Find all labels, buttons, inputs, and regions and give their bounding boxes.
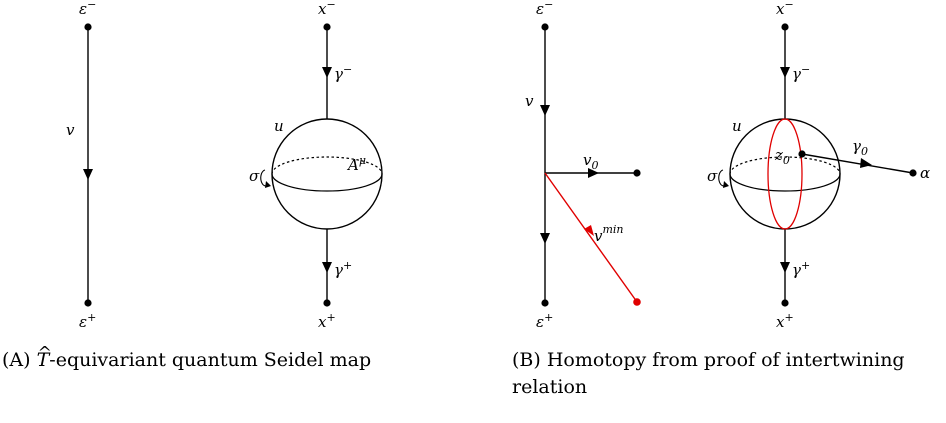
node-epsilon-plus xyxy=(541,299,549,307)
panel-a-line-diagram: ε− v ε+ xyxy=(66,0,96,330)
equator-back xyxy=(271,156,383,175)
caption-b: (B) Homotopy from proof of intertwining … xyxy=(512,347,932,401)
caption-b-tag: (B) xyxy=(512,349,541,371)
label-x-minus: x− xyxy=(776,0,794,18)
label-x-plus: x+ xyxy=(776,311,794,330)
label-epsilon-plus: ε+ xyxy=(79,311,96,330)
node-x-minus xyxy=(323,23,331,31)
arrow-down-icon xyxy=(83,169,93,180)
edge-gamma0 xyxy=(801,153,914,174)
label-vmin: vmin xyxy=(594,223,624,245)
edge-vmin xyxy=(544,172,638,303)
arrow-down-icon xyxy=(540,105,550,116)
label-gamma-plus: γ+ xyxy=(792,259,810,279)
arrow-down-icon xyxy=(322,262,332,273)
label-alpha: α xyxy=(920,164,930,182)
label-gamma-plus: γ+ xyxy=(334,259,352,279)
caption-a-tag: (A) xyxy=(2,349,31,371)
node-v0-end xyxy=(633,169,641,177)
label-epsilon-plus: ε+ xyxy=(536,311,553,330)
equator-front xyxy=(271,173,383,192)
panel-b-homotopy-diagram: ε− v v0 vmin ε+ xyxy=(525,0,641,330)
sphere-u xyxy=(271,118,383,230)
t-hat-symbol: ^T xyxy=(36,343,52,371)
arrow-down-icon xyxy=(780,262,790,273)
arrow-down-icon xyxy=(780,67,790,78)
arrow-right-icon xyxy=(588,168,599,178)
panel-b-sphere-diagram: x− γ− u σ z0 γ0 α γ+ x+ xyxy=(707,0,930,330)
arrow-down-icon xyxy=(322,67,332,78)
diagram-figure: ε− v ε+ x− γ− u σ Aμ γ+ x+ ε− xyxy=(66,0,930,330)
arrow-right-icon xyxy=(860,158,872,168)
arrow-red-icon xyxy=(584,225,594,236)
label-gamma-minus: γ− xyxy=(334,63,352,83)
arrow-head-icon xyxy=(265,181,271,188)
label-gamma0: γ0 xyxy=(852,137,868,158)
node-z0 xyxy=(798,150,806,158)
label-gamma-minus: γ− xyxy=(792,63,810,83)
label-v0: v0 xyxy=(583,151,598,172)
node-epsilon-plus xyxy=(84,299,92,307)
node-epsilon-minus xyxy=(541,23,549,31)
label-x-plus: x+ xyxy=(318,311,336,330)
caption-a: (A) ^T-equivariant quantum Seidel map xyxy=(2,343,442,374)
equator-front xyxy=(729,173,841,192)
label-sigma: σ xyxy=(707,167,718,185)
label-v: v xyxy=(525,92,534,110)
label-z0: z0 xyxy=(774,146,790,167)
node-epsilon-minus xyxy=(84,23,92,31)
node-alpha xyxy=(909,169,917,177)
node-x-plus xyxy=(323,299,331,307)
label-x-minus: x− xyxy=(318,0,336,18)
label-epsilon-minus: ε− xyxy=(536,0,553,18)
caption-a-text: -equivariant quantum Seidel map xyxy=(49,349,372,371)
label-epsilon-minus: ε− xyxy=(79,0,96,18)
meridian-red xyxy=(767,118,803,230)
label-a-mu: Aμ xyxy=(346,154,366,174)
label-sigma: σ xyxy=(249,167,260,185)
node-x-minus xyxy=(781,23,789,31)
label-v: v xyxy=(66,121,75,139)
label-u: u xyxy=(274,117,284,135)
node-x-plus xyxy=(781,299,789,307)
equator-back xyxy=(729,156,841,175)
arrow-down-icon xyxy=(540,233,550,244)
node-vmin-end xyxy=(633,298,641,306)
label-u: u xyxy=(732,117,742,135)
panel-a-sphere-diagram: x− γ− u σ Aμ γ+ x+ xyxy=(249,0,383,330)
caption-b-text: Homotopy from proof of intertwining rela… xyxy=(512,349,905,398)
arrow-head-icon xyxy=(723,181,729,188)
sphere-u xyxy=(729,118,841,230)
